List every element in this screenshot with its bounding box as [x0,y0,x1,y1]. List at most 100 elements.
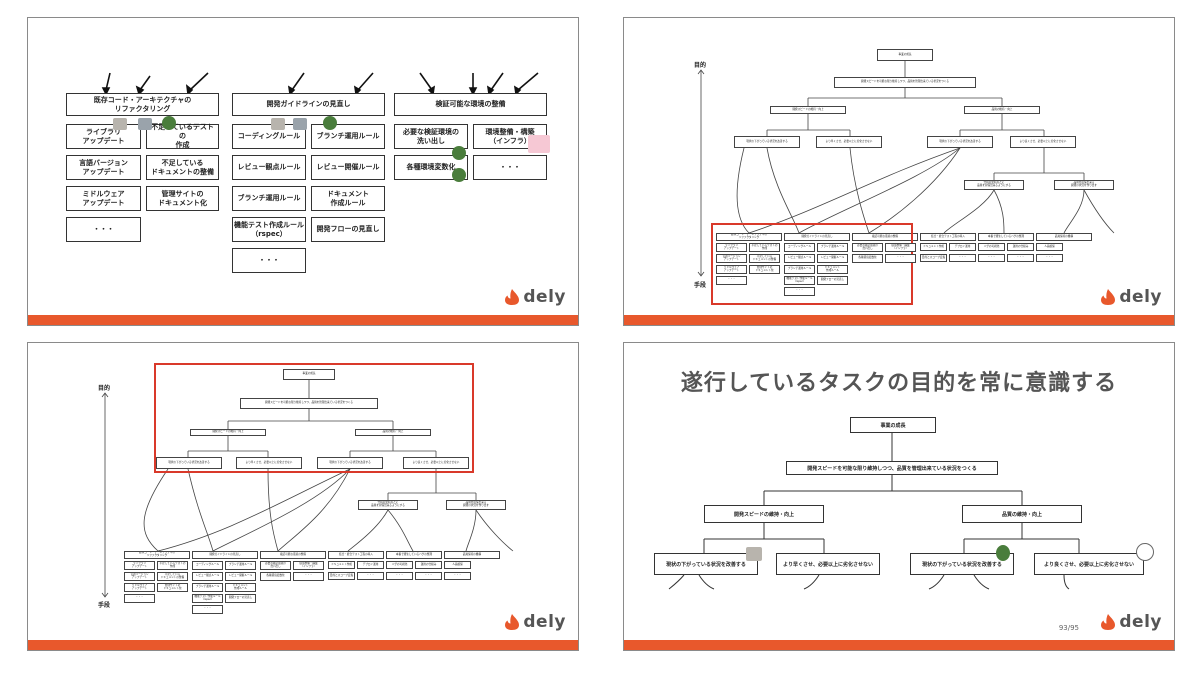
col2-item-7: 機能テスト作成ルール （rspec） [232,217,306,242]
col2-item-8: 開発フローの見直し [311,217,385,242]
dely-logo: dely [504,287,566,307]
leaf-item: ブランチ運用ルール [192,583,223,592]
tree-level2-right: 品質の維持・向上 [962,505,1082,523]
col1-item-5: ミドルウェア アップデート [66,186,141,211]
leaf-sub-item: デプロイ運用 [357,561,384,569]
tree-level2-right: 品質の維持・向上 [964,106,1040,114]
tree-level3-1: 現状の下がっている状況を改善する [734,136,800,148]
leaf-item: レビュー開催ルール [817,254,848,263]
col2-item-3: レビュー観点ルール [232,155,306,180]
leaf-item: 不足しているテストの 作成 [157,561,188,570]
tree-root: 事業の成長 [877,49,933,61]
tree-avatar-icon [323,116,337,130]
avatar-photo-icon [138,118,152,130]
leaf-sub-item: 人員確保 [1036,243,1063,251]
leaf-header-4: 結合・統合テスト工程の導入 [920,233,976,241]
leaf-item: ドキュメント 作成ルール [225,583,256,592]
leaf-item: ・・・ [124,594,155,603]
col1-item-3: 言語バージョン アップデート [66,155,141,180]
leaf-sub-item: 目的とスコープ定義 [328,572,355,580]
col2-item-9: ・・・ [232,248,306,273]
leaf-header-5: 本番で発生しているバグの整理 [386,551,442,559]
tree-level2-left: 開発スピードの維持・向上 [704,505,824,523]
leaf-item: コーディングルール [784,243,815,252]
leaf-sub-item: ドキュメント作成 [328,561,355,569]
leaf-sub-item: ・・・ [386,572,413,580]
page-number: 93/95 [1058,624,1079,632]
tree-avatar-icon [162,116,176,130]
leaf-item: ・・・ [716,276,747,285]
leaf-item: 環境整備・構築 （インフラ） [885,243,916,252]
footer-bar [28,315,578,325]
tree-level3-2: より早くさせ、必要以上に劣化させない [236,457,302,469]
highlight-frame [711,223,913,305]
col2-item-4: レビュー開催ルール [311,155,385,180]
leaf-item: 必要な検証環境の 洗い出し [260,561,291,570]
tree-level4-1: 仕様変更時などに 品質を担保出来るようにする [358,500,418,510]
tree-level4-1: 仕様変更時などに 品質を担保出来るようにする [964,180,1024,190]
dely-logo-icon [504,613,520,631]
col3-header: 検証可能な環境の整備 [394,93,547,116]
leaf-header-1: 既存コード・アーキテクチャの リファクタリング [124,551,190,559]
tree-level3-4: より良くさせ、必要以上に劣化させない [1010,136,1076,148]
leaf-item: 機能テスト作成ルール （rspec） [784,276,815,285]
tree-avatar-icon [452,146,466,160]
leaf-item: ブランチ運用ルール [817,243,848,252]
avatar-photo-icon [746,547,762,561]
tree-level3-1: 現状の下がっている状況を改善する [654,553,758,575]
tree-level4-2: 品質を担保出来る 開発の状況を作り出す [446,500,506,510]
tree-level3-4: より良くさせ、必要以上に劣化させない [1034,553,1144,575]
highlight-frame [154,363,474,473]
dely-logo: dely [504,612,566,632]
tree-level3-4: より良くさせ、必要以上に劣化させない [403,457,469,469]
leaf-item: ・・・ [293,572,324,581]
slide-2[interactable]: 目的 手段 [623,17,1175,326]
leaf-item: 管理サイトの ドキュメント化 [749,265,780,274]
col1-item-6: 管理サイトの ドキュメント化 [146,186,219,211]
leaf-item: ・・・ [885,254,916,263]
leaf-sub-item: ドキュメント作成 [920,243,947,251]
leaf-item: 管理サイトの ドキュメント化 [157,583,188,592]
tree-level2-right: 品質の維持・向上 [355,429,431,436]
leaf-item: コーディングルール [192,561,223,570]
dely-logo: dely [1100,612,1162,632]
leaf-sub-item: ・・・ [1036,254,1063,262]
leaf-sub-item: ・・・ [357,572,384,580]
leaf-item: ミドルウェア アップデート [124,583,155,592]
col3-item-1: 必要な検証環境の 洗い出し [394,124,468,149]
tree-level4-2: 品質を担保出来る 開発の状況を作り出す [1054,180,1114,190]
col1-item-2: 不足しているテストの 作成 [146,123,219,149]
leaf-item: 言語バージョン アップデート [716,254,747,263]
dely-logo: dely [1100,287,1162,307]
leaf-header-1: 既存コード・アーキテクチャの リファクタリング [716,233,782,241]
tree-level3-2: より早くさせ、必要以上に劣化させない [776,553,880,575]
footer-bar [28,640,578,650]
leaf-item: 不足している ドキュメントの整備 [157,572,188,581]
tree-level2-left: 開発スピードの維持・向上 [770,106,846,114]
leaf-item: ライブラリ アップデート [716,243,747,252]
tree-level1: 開発スピードを可能な限り維持しつつ、品質を管理出来ている状況をつくる [834,77,976,88]
slide-4[interactable]: 遂行しているタスクの目的を常に意識する 事業の成長 開発スピードを可能な限り維持… [623,342,1175,651]
leaf-item: 不足しているテストの 作成 [749,243,780,252]
leaf-sub-item: ・・・ [949,254,976,262]
col1-item-7: ・・・ [66,217,141,242]
avatar-photo-icon [271,118,285,130]
col1-item-4: 不足している ドキュメントの整備 [146,155,219,180]
leaf-sub-item: 目的とスコープ定義 [920,254,947,262]
tree-level1: 開発スピードを可能な限り維持しつつ、品質を管理出来ている状況をつくる [786,461,998,475]
col1-header: 既存コード・アーキテクチャの リファクタリング [66,93,219,116]
slide-1[interactable]: 既存コード・アーキテクチャの リファクタリング ライブラリ アップデート 不足し… [27,17,579,326]
leaf-item: 開発フローの見直し [817,276,848,285]
tree-level3-3: 現状の下がっている状況を改善する [317,457,383,469]
leaf-item: ライブラリ アップデート [124,561,155,570]
tree-level3-3: 現状の下がっている状況を改善する [927,136,993,148]
leaf-item: 各種環境変数化 [852,254,883,263]
leaf-header-6: 品質保持の機構 [1036,233,1092,241]
leaf-item: ブランチ運用ルール [225,561,256,570]
col2-header: 開発ガイドラインの見直し [232,93,385,116]
tree-level1: 開発スピードを可能な限り維持しつつ、品質を管理出来ている状況をつくる [240,398,378,409]
axis-means-label: 手段 [98,602,111,609]
leaf-item: ブランチ運用ルール [784,265,815,274]
slide-3[interactable]: 目的 手段 [27,342,579,651]
leaf-header-5: 本番で発生しているバグの整理 [978,233,1034,241]
